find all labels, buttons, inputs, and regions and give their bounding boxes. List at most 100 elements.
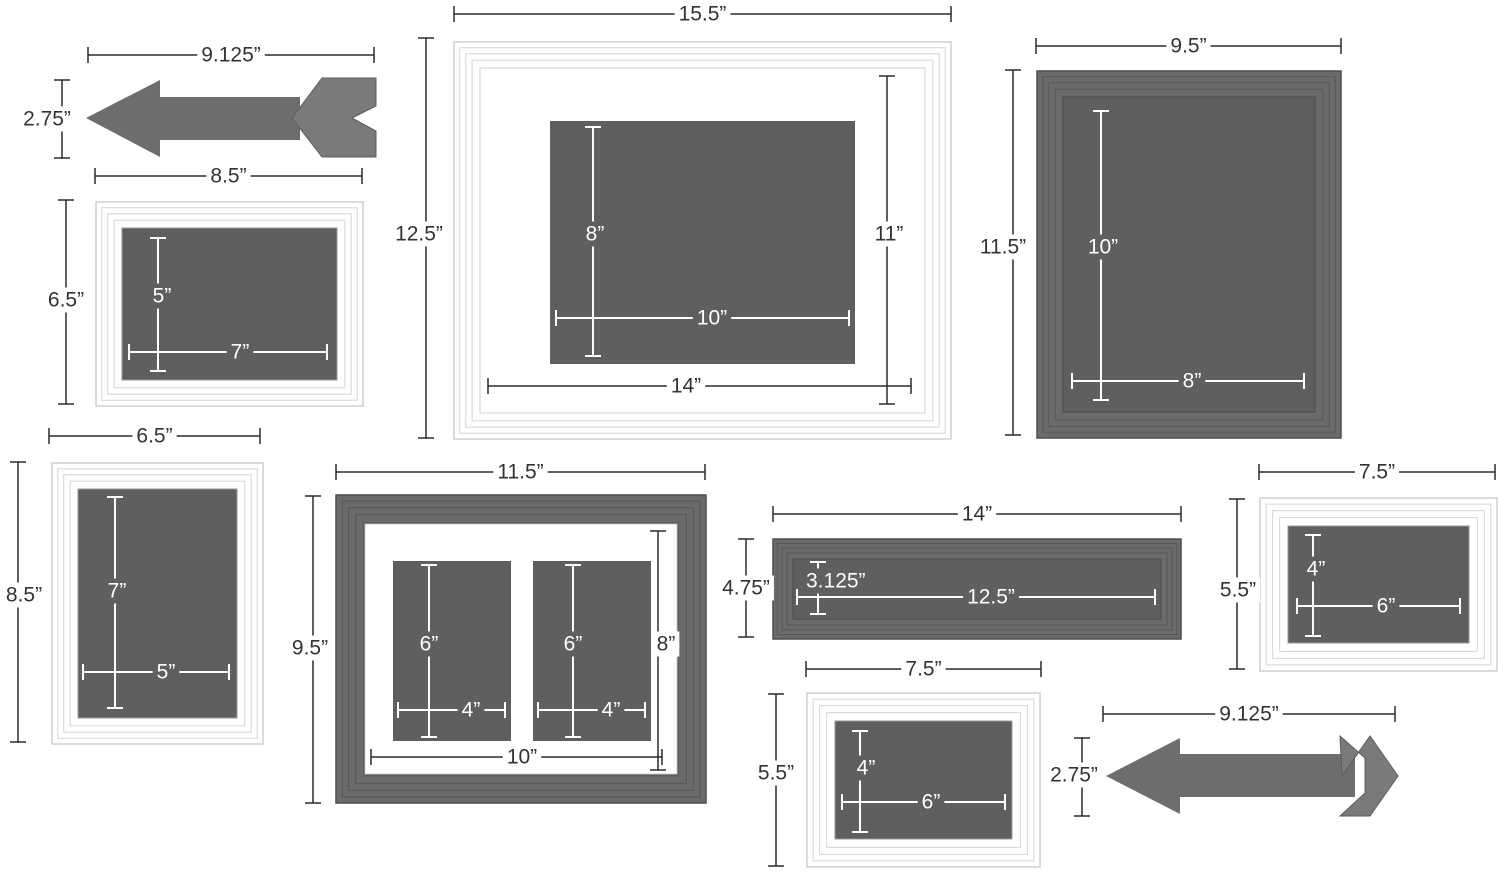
label-background [559,631,587,657]
frame-bevel [1278,516,1478,652]
dimension-label: 3.125” [806,570,866,593]
frame-bevel [355,513,687,784]
arrow-shaft-feather [1338,734,1399,817]
dimension-label: 4.75” [722,577,770,600]
dimension-label: 9.125” [1219,703,1279,726]
label-background [652,631,680,657]
frame-bevel [57,468,258,739]
label-background [1372,593,1400,619]
dimension-label: 2.75” [1050,764,1098,787]
dimension-label: 7” [108,580,127,603]
dimension-label: 11.5” [980,236,1026,259]
dimension-label: 12.5” [395,223,443,246]
frame-bevel [812,698,1035,862]
dimension-label: 8” [1183,370,1202,393]
arrow-shaft [86,80,300,157]
dimension-label: 8.5” [210,165,246,188]
dimension-label: 10” [1088,236,1118,259]
label-background [287,635,333,661]
frame-bevel [459,47,946,434]
dimension-label: 6.5” [136,425,172,448]
label-background [1354,459,1400,485]
dimension-label: 15.5” [679,3,727,26]
frame-bevel [781,547,1173,631]
dimension-label: 7” [231,341,250,364]
label-background [103,578,131,604]
label-background [917,789,945,815]
label-background [975,234,1031,260]
frame-bevel [107,213,352,395]
label-background [852,755,880,781]
dimension-label: 7.5” [905,658,941,681]
frame-bevel [1265,503,1492,666]
dimension-label: 12.5” [967,586,1015,609]
dimension-label: 2.75” [23,108,71,131]
mat-opening-left [393,561,511,741]
label-background [132,423,177,449]
label-background [1083,234,1123,260]
label-background [493,459,548,485]
dimension-label: 4” [462,699,481,722]
frame-bevel [818,704,1028,855]
label-background [870,221,908,247]
label-background [753,760,799,786]
arrow-shaft [1106,738,1355,814]
dimension-label: 14” [671,375,701,398]
frame-bevel [69,480,246,727]
label-background [718,575,774,601]
label-background [957,501,997,527]
dimension-label: 6” [1377,595,1396,618]
frame-white-10x8-matted: 15.5”12.5”11”14”8”10” [391,1,952,440]
label-background [391,221,447,247]
dimension-label: 6” [564,633,583,656]
label-background [597,697,625,723]
dimension-label: 6” [420,633,439,656]
label-background [43,287,89,313]
label-background [415,631,443,657]
mat-opening-right [533,561,651,741]
label-background [963,584,1019,610]
label-background [19,106,75,132]
frame-white-6x4-bottom: 7.5”5.5”4”6” [753,656,1042,868]
dimension-label: 5.5” [758,762,794,785]
label-background [1215,577,1261,603]
dimension-label: 5” [157,661,176,684]
frame-bevel [1271,510,1485,660]
label-background [901,656,946,682]
frame-bevel [113,219,346,389]
dimension-label: 4” [1307,558,1326,581]
frame-white-5x7: 6.5”8.5”7”5” [1,423,264,745]
dimension-label: 4” [602,699,621,722]
label-background [692,305,732,331]
frame-bevel [786,552,1168,626]
frame-bevel [1054,88,1324,421]
frame-bevel [341,500,701,798]
dimension-label: 7.5” [1359,461,1395,484]
label-background [1046,762,1102,788]
dimension-label: 5” [153,285,172,308]
label-background [666,373,706,399]
label-background [1215,701,1283,727]
dimension-label: 9.5” [1170,35,1206,58]
label-background [457,697,485,723]
frame-bevel [825,711,1021,848]
dimension-label: 9.5” [292,637,328,660]
label-background [197,42,265,68]
label-background [1178,368,1206,394]
arrow-shaft-feather [291,77,377,158]
dimension-label: 11” [875,223,904,246]
dimension-label: 4” [857,757,876,780]
frame-opening [1287,525,1470,644]
frame-bevel [1048,82,1330,427]
dimension-label: 9.125” [201,44,261,67]
label-background [674,1,731,27]
frame-bevel [63,474,252,733]
label-background [148,283,176,309]
label-background [152,659,180,685]
frame-bevel [1042,76,1336,433]
dimension-label: 6.5” [48,289,84,312]
label-background [206,163,251,189]
label-background [1302,556,1330,582]
dimension-label: 8” [586,223,605,246]
